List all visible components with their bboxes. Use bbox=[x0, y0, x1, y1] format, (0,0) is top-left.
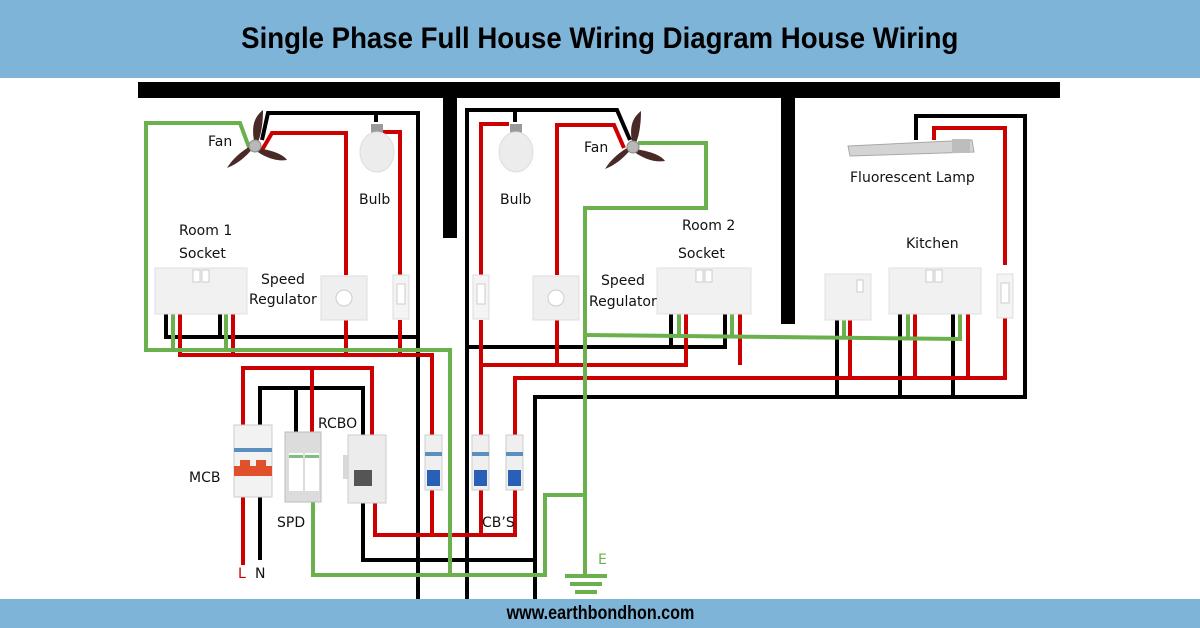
spd-label: SPD bbox=[277, 515, 305, 531]
circuit-breaker bbox=[471, 434, 490, 491]
cbs-label: CB’S bbox=[482, 515, 515, 531]
website-link[interactable]: www.earthbondhon.com bbox=[506, 602, 694, 624]
footer-banner: www.earthbondhon.com bbox=[0, 599, 1200, 628]
room1-regulator-label-1: Speed bbox=[261, 272, 305, 288]
live-mcb-out bbox=[241, 366, 374, 445]
double-socket bbox=[656, 267, 752, 315]
ceiling-fan-icon bbox=[605, 111, 665, 169]
title-banner: Single Phase Full House Wiring Diagram H… bbox=[0, 0, 1200, 78]
earth-room2 bbox=[583, 141, 708, 575]
page-title: Single Phase Full House Wiring Diagram H… bbox=[241, 22, 959, 55]
light-switch bbox=[472, 274, 490, 320]
kitchen-title: Kitchen bbox=[906, 236, 959, 252]
labels: Fan Bulb Room 1 Socket Speed Regulator F… bbox=[179, 134, 975, 582]
room1-fan-label: Fan bbox=[208, 134, 232, 150]
rcbo-label: RCBO bbox=[318, 416, 357, 432]
live-room2-bulb bbox=[479, 122, 509, 275]
live-room1-socket bbox=[178, 305, 434, 440]
live-wires bbox=[178, 122, 1007, 565]
room2-socket-label: Socket bbox=[678, 246, 725, 262]
room1-socket-label: Socket bbox=[179, 246, 226, 262]
neutral-terminal-label: N bbox=[255, 566, 265, 582]
live-room1-bulb bbox=[383, 130, 402, 275]
live-kitchen-sw bbox=[932, 126, 1007, 265]
earth-ground-icon bbox=[565, 574, 607, 594]
surge-protector bbox=[284, 431, 322, 503]
room1-bulb-label: Bulb bbox=[359, 192, 390, 208]
live-room2-socket bbox=[481, 305, 688, 367]
fluorescent-lamp-label: Fluorescent Lamp bbox=[850, 170, 975, 186]
neutral-kitchen bbox=[533, 114, 1027, 600]
partition-wall-1 bbox=[443, 98, 457, 238]
double-socket bbox=[154, 267, 248, 315]
live-rcbo-out bbox=[373, 490, 517, 537]
speed-regulator bbox=[532, 275, 580, 321]
room2-bulb-label: Bulb bbox=[500, 192, 531, 208]
mcb-breaker bbox=[233, 424, 273, 498]
circuit-breaker bbox=[424, 434, 443, 491]
speed-regulator bbox=[320, 275, 368, 321]
single-socket bbox=[824, 273, 872, 321]
partition-wall-2 bbox=[781, 98, 795, 324]
light-switch bbox=[996, 273, 1014, 319]
ceiling-wall bbox=[138, 82, 1060, 98]
neutral-room2-socket bbox=[467, 300, 727, 349]
room1-regulator-label-2: Regulator bbox=[249, 292, 317, 308]
light-switch bbox=[392, 274, 410, 320]
earth-return bbox=[450, 493, 585, 577]
room2-regulator-label-1: Speed bbox=[601, 273, 645, 289]
earth-room1 bbox=[144, 121, 452, 577]
earth-terminal-label: E bbox=[598, 552, 607, 568]
rcbo-breaker bbox=[343, 434, 387, 504]
room2-fan-label: Fan bbox=[584, 140, 608, 156]
mcb-label: MCB bbox=[189, 470, 220, 486]
neutral-room2-loop bbox=[465, 108, 632, 600]
room2-regulator-label-2: Regulator bbox=[589, 294, 657, 310]
light-bulb-icon bbox=[498, 124, 534, 173]
light-bulb-icon bbox=[359, 124, 395, 173]
neutral-rcbo-out bbox=[361, 495, 535, 562]
ceiling-fan-icon bbox=[227, 110, 287, 168]
live-terminal-label: L bbox=[238, 566, 246, 582]
walls bbox=[138, 82, 1060, 324]
room1-title: Room 1 bbox=[179, 223, 232, 239]
live-kitchen bbox=[513, 275, 1007, 440]
circuit-breaker bbox=[505, 434, 524, 491]
fluorescent-lamp-icon bbox=[847, 139, 975, 157]
live-room1-fan bbox=[260, 131, 348, 275]
live-room2-fan bbox=[555, 123, 626, 275]
double-socket bbox=[888, 267, 982, 315]
room2-title: Room 2 bbox=[682, 218, 735, 234]
